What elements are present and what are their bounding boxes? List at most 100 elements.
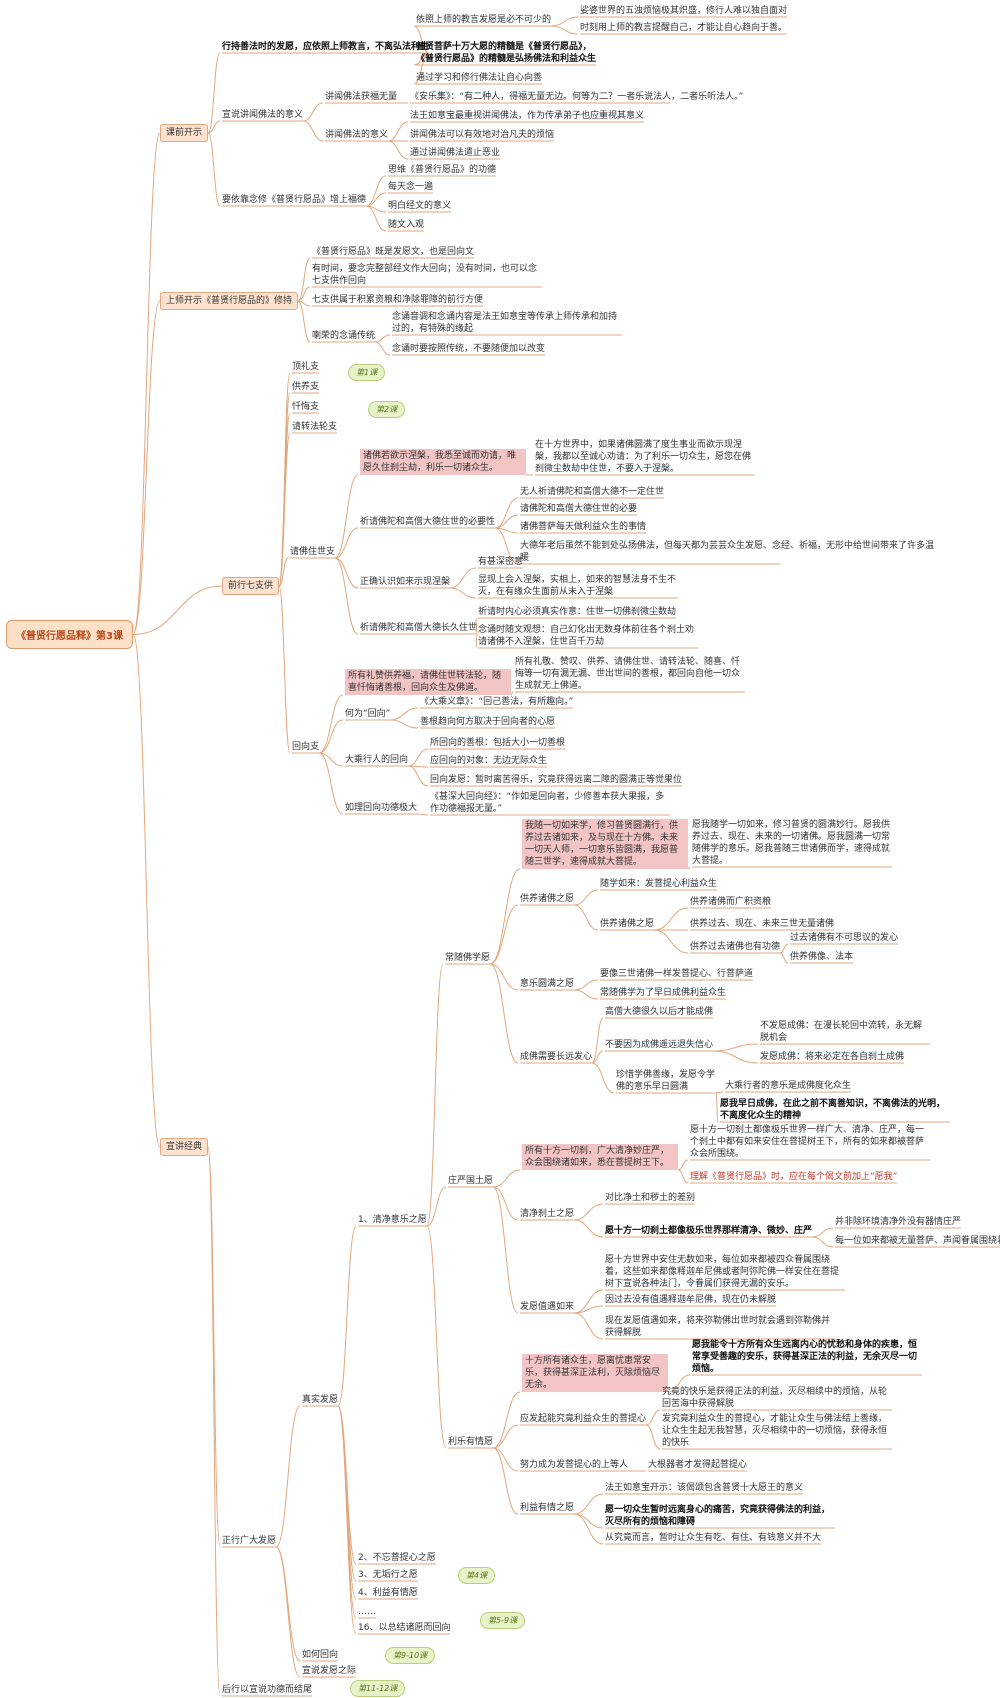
map-node-11: 讲闻佛法可以有效地对治凡夫的烦恼 [410,130,555,140]
map-node-15: 每天念一遍 [388,182,434,192]
map-node-93: 十方所有诸众生，愿离忧患常安乐，获得甚深正法利，灭除烦恼尽无余。 [522,1354,668,1392]
map-node-103: 从究竟而言，暂时让众生有吃、有住、有钱意义并不大 [605,1533,822,1543]
map-node-20: 七支供属于积累资粮和净除罪障的前行方便 [312,295,484,305]
map-node-85: 愿十方一切刹土都像极乐世界那样清净、微妙、庄严 [605,1226,813,1236]
root-title: 《普贤行愿品释》第3课 [6,620,133,649]
map-node-71: 成佛需要长远发心 [520,1052,593,1062]
map-node-0: 行持善法时的发愿，应依照上师教言，不离弘法利生 [222,42,430,52]
map-node-68: 意乐圆满之愿 [520,979,575,989]
map-node-77: 大乘行者的意乐是成佛度化众生 [725,1081,852,1091]
map-node-105: 3、无垢行之愿 [358,1570,418,1580]
map-node-66: 过去诸佛有不可思议的发心 [790,933,899,943]
map-node-79: 庄严国土愿 [448,1176,494,1186]
map-node-83: 清净刹土之愿 [520,1209,575,1219]
map-node-97: 发究竟利益众生的菩提心，才能让众生与佛法结上善缘，让众生生起无我智慧，灭尽相续中… [662,1414,888,1448]
map-node-24: 顶礼支 [292,362,320,372]
map-node-76: 珍惜学佛善缘，发愿令学佛的意乐早日圆满 [616,1070,716,1092]
map-node-72: 高僧大德很久以后才能成佛 [605,1007,714,1017]
map-node-56: 1、清净意乐之愿 [358,1215,427,1225]
map-node-78: 愿我早日成佛，在此之前不离善知识，不离佛法的光明，不离度化众生的精神 [720,1099,946,1121]
map-node-82: 理解《普贤行愿品》时，应在每个偈文前加上“愿我” [690,1172,898,1182]
map-node-57: 常随佛学愿 [445,953,491,963]
map-node-29: 诸佛若欲示涅槃，我悉至诚而劝请，唯愿久住刹尘劫，利乐一切诸众生。 [360,449,526,475]
map-node-59: 愿我随学一切如来，修习普贤的圆满妙行。愿我供养过去、现在、未来的一切诸佛。愿我圆… [692,820,891,866]
map-node-84: 对比净土和秽土的差别 [605,1193,696,1203]
branch-1: 上师开示《普贤行愿品的》修持 [160,292,299,310]
map-node-2: 娑婆世界的五浊烦恼极其炽盛，修行人难以独自面对 [580,6,788,16]
map-node-26: 忏悔支 [292,402,320,412]
map-node-61: 随学如来：发菩提心利益众生 [600,879,718,889]
map-node-37: 有甚深密意 [478,557,524,567]
lesson-tag: 第2课 [368,401,406,418]
map-node-33: 请佛陀和高僧大德住世的必要 [520,504,638,514]
map-node-104: 2、不忘菩提心之愿 [358,1553,436,1563]
map-node-42: 回向支 [292,742,320,752]
map-node-21: 喇荣的念诵传统 [312,331,376,341]
map-node-36: 正确认识如来示现涅槃 [360,577,451,587]
map-node-100: 利益有情之愿 [520,1503,575,1513]
map-node-23: 念诵时要按照传统，不要随便加以改变 [392,344,546,354]
map-node-106: 4、利益有情愿 [358,1588,418,1598]
map-node-62: 供养诸佛之愿 [600,919,655,929]
map-node-67: 供养佛像、法本 [790,952,854,962]
map-node-22: 念诵音调和念诵内容是法王如意宝等传承上师传承和加持过的，有特殊的缘起 [392,312,618,334]
map-node-92: 利乐有情愿 [448,1437,494,1447]
map-node-80: 所有十方一切刹，广大清净妙庄严，众会围绕诸如来，悉在菩提树王下。 [522,1144,678,1170]
map-node-95: 应发起能究竟利益众生的菩提心 [520,1414,647,1424]
map-node-13: 要依靠念修《普贤行愿品》增上福德 [222,195,367,205]
map-node-43: 所有礼赞供养福，请佛住世转法轮，随喜忏悔诸善根，回向众生及佛道。 [345,669,511,695]
map-node-88: 发愿值遇如来 [520,1302,575,1312]
map-node-38: 显现上会入涅槃，实相上，如来的智慧法身不生不灭，在有缘众生面前从未入于涅槃 [478,575,677,597]
map-node-41: 念诵时随文观想：自己幻化出无数身体前往各个刹土劝请诸佛不入涅槃，住世百千万劫 [478,625,695,647]
map-node-86: 并非除环境清净外没有器情庄严 [835,1217,962,1227]
map-node-50: 应回向的对象：无边无际众生 [430,756,548,766]
map-node-4: 普贤菩萨十万大愿的精髓是《普贤行愿品》，《普贤行愿品》的精髓是弘扬佛法和利益众生 [416,42,597,64]
map-node-94: 愿我能令十方所有众生远离内心的忧愁和身体的疾患，恒常享受善趣的安乐，获得甚深正法… [692,1340,918,1374]
map-node-111: 后行以宣说功德而结尾 [222,1685,313,1695]
map-node-44: 所有礼敬、赞叹、供养、请佛住世、请转法轮、随喜、忏悔等一切有漏无漏、世出世间的善… [515,657,741,691]
map-node-91: 现在发愿值遇如来，将来弥勒佛出世时就会遇到弥勒佛并获得解脱 [605,1316,831,1338]
branch-0: 课前开示 [160,124,209,142]
map-node-53: 《甚深大回向经》：“作如是回向者，少修善本获大果报，多作功德福报无量。” [430,792,665,814]
map-node-96: 究竟的快乐是获得正法的利益，灭尽相续中的烦恼，从轮回苦海中获得解脱 [662,1387,888,1409]
map-node-74: 不发愿成佛：在漫长轮回中流转，永无解脱机会 [760,1021,923,1043]
map-node-108: 16、以总结诸愿而回向 [358,1623,451,1633]
map-node-109: 如何回向 [302,1650,339,1660]
map-node-30: 在十方世界中，如果诸佛圆满了度生事业而欲示现涅槃，我都以至诚心劝请：为了利乐一切… [535,440,752,474]
lesson-tag: 第9-10课 [385,1647,436,1664]
map-node-17: 随文入观 [388,220,425,230]
map-node-7: 讲闻佛法获福无量 [325,92,398,102]
map-node-47: 善根趋向何方取决于回向者的心愿 [420,717,556,727]
lesson-tag: 第11-12课 [350,1680,406,1697]
lesson-tag: 第1课 [348,364,386,381]
map-node-73: 不要因为成佛遥远退失信心 [605,1040,714,1050]
branch-2: 前行七支供 [222,577,280,595]
map-node-70: 常随佛学为了早日成佛利益众生 [600,988,727,998]
map-node-31: 祈请佛陀和高僧大德住世的必要性 [360,517,496,527]
map-node-16: 明白经文的意义 [388,201,452,211]
map-node-55: 真实发愿 [302,1395,339,1405]
map-node-18: 《普贤行愿品》既是发愿文，也是回向文 [312,247,475,257]
map-node-75: 发愿成佛：将来必定在各自刹土成佛 [760,1052,905,1062]
map-node-39: 祈请佛陀和高僧大德长久住世 [360,623,478,633]
map-node-64: 供养过去、现在、未来三世无量诸佛 [690,919,835,929]
map-node-40: 祈请时内心必须真实作意：住世一切佛刹微尘数劫 [478,607,677,617]
map-node-34: 诸佛菩萨每天做利益众生的事情 [520,522,647,532]
map-node-51: 回向发愿：暂时离苦得乐，究竟获得远离二障的圆满正等觉果位 [430,775,683,785]
map-node-89: 愿十方世界中安住无数如来，每位如来都被四众眷属围绕着，这些如来都像释迦牟尼佛或者… [605,1255,840,1289]
map-node-81: 愿十方一切刹土都像极乐世界一样广大、清净、庄严，每一个刹土中都有如来安住在菩提树… [690,1125,925,1159]
map-node-54: 正行广大发愿 [222,1536,277,1546]
lesson-tag: 第5-9课 [480,1612,526,1629]
map-node-99: 大根器者才发得起菩提心 [648,1460,748,1470]
map-node-110: 宣说发愿之际 [302,1666,357,1676]
map-node-65: 供养过去诸佛也有功德 [690,942,781,952]
map-node-35: 大德年老后虽然不能到处弘扬佛法，但每天都为芸芸众生发愿、念经、祈福，无形中给世间… [520,541,935,563]
map-node-45: 何为“回向” [345,709,391,719]
map-node-48: 大乘行人的回向 [345,755,409,765]
map-node-46: 《大乘义章》：“回己善法，有所趣向。” [420,697,574,707]
map-node-52: 如理回向功德极大 [345,803,418,813]
map-node-69: 要像三世诸佛一样发菩提心、行菩萨道 [600,969,754,979]
map-node-1: 依照上师的教言发愿是必不可少的 [416,15,552,25]
map-node-90: 因过去没有值遇释迦牟尼佛，现在仍未解脱 [605,1295,777,1305]
